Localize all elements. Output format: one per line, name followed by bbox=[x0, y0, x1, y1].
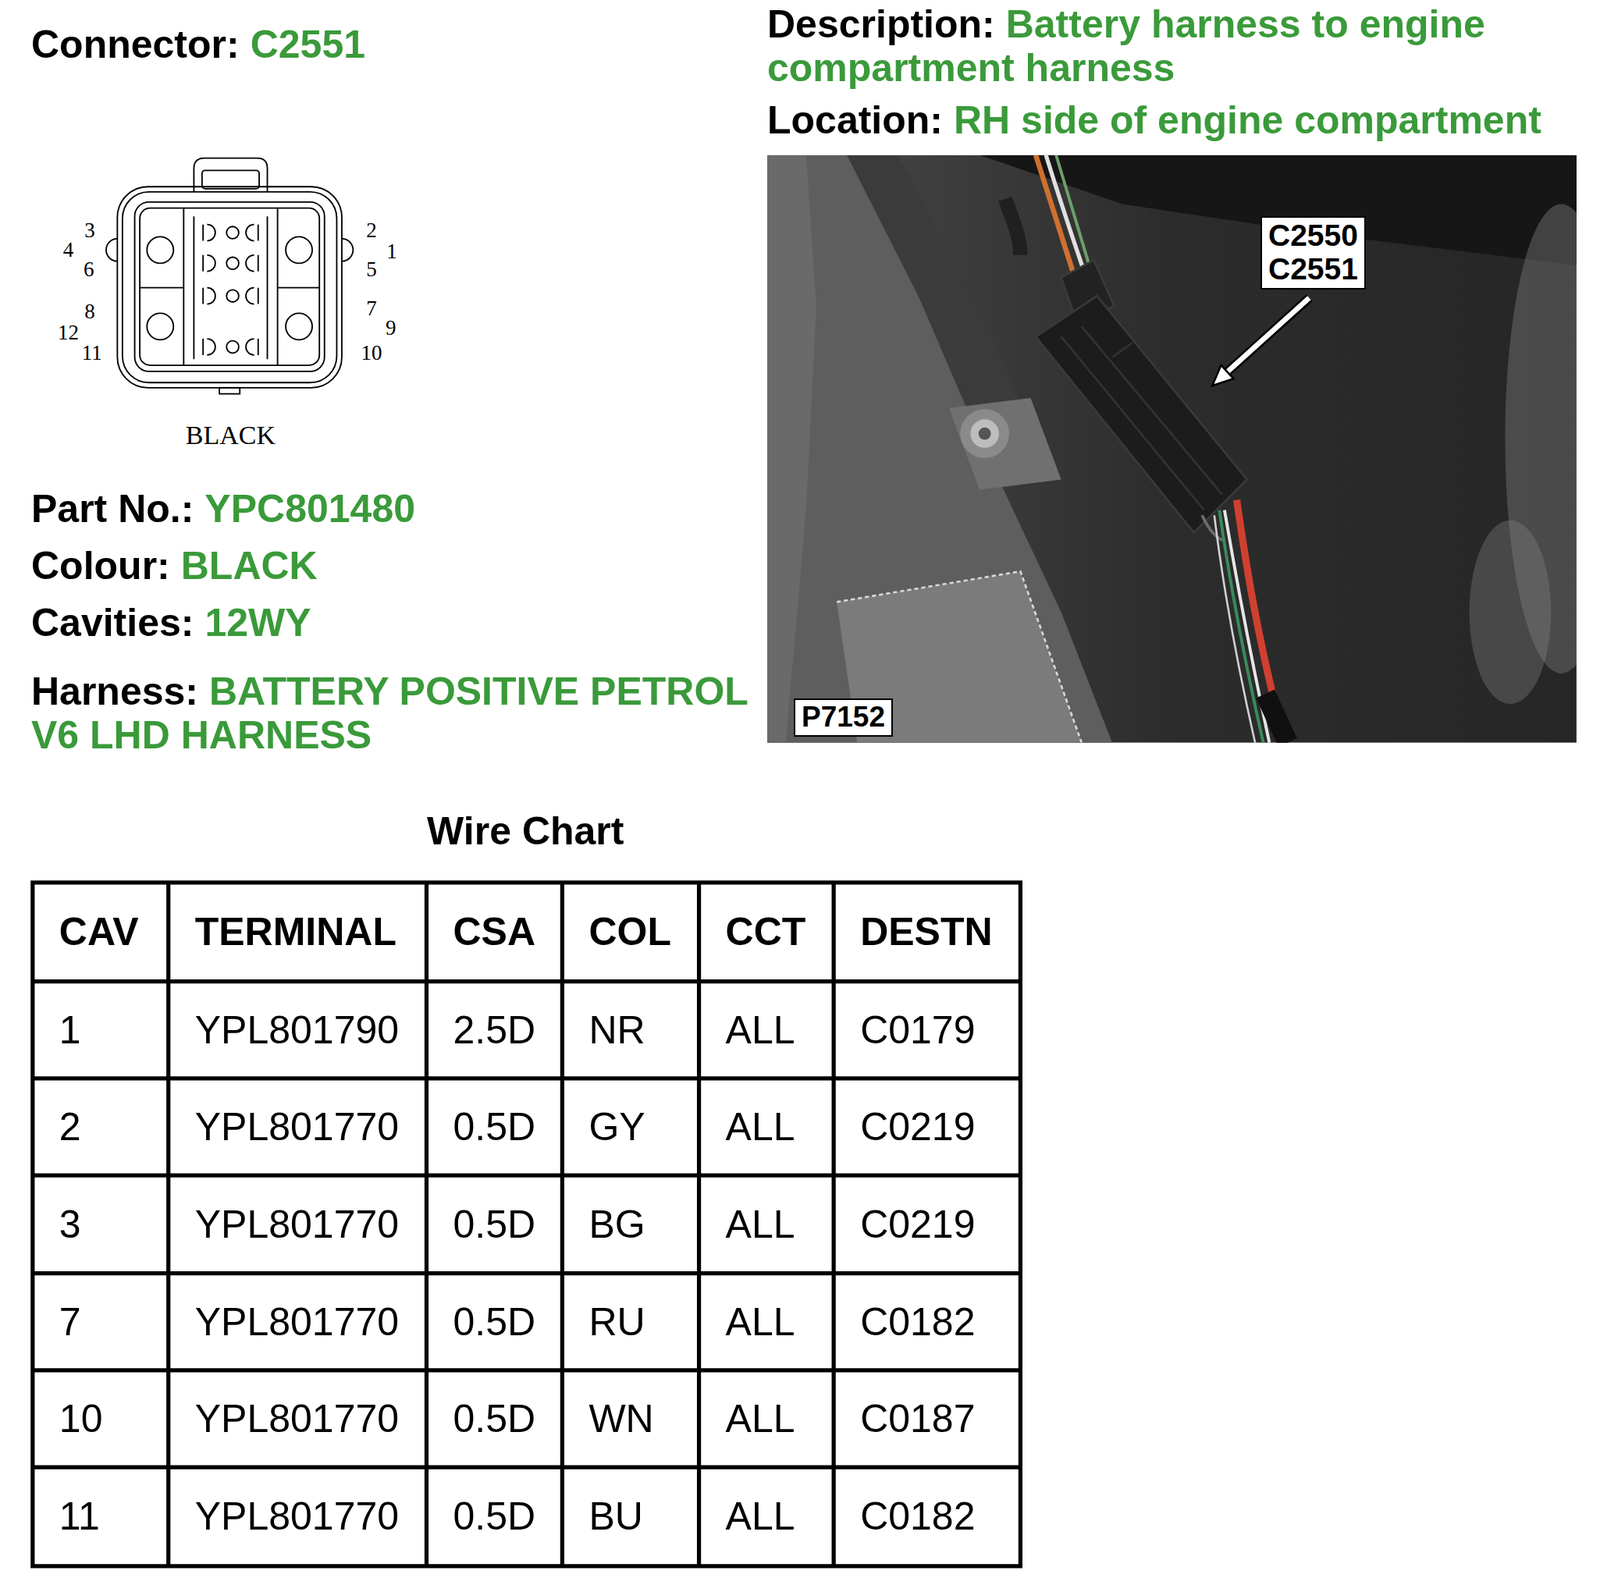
table-cell: 1 bbox=[59, 1008, 82, 1052]
callout-text: C2550 bbox=[1268, 219, 1359, 253]
table-cell: 0.5D bbox=[452, 1105, 536, 1149]
table-cell: ALL bbox=[725, 1495, 796, 1539]
callout-text: P7152 bbox=[801, 701, 886, 734]
photo-ref-box: P7152 bbox=[793, 698, 893, 737]
connector-colour: BLACK bbox=[185, 422, 276, 449]
table-cell: BG bbox=[588, 1202, 645, 1246]
field-label: Cavities: bbox=[31, 600, 194, 645]
field-label: Harness: bbox=[31, 669, 199, 714]
table-header: CCT bbox=[725, 910, 807, 954]
field-value: YPC801480 bbox=[204, 487, 416, 531]
table-cell: ALL bbox=[725, 1202, 796, 1246]
connector-face bbox=[106, 158, 353, 395]
table-header: CSA bbox=[452, 910, 536, 954]
table-cell: 2.5D bbox=[452, 1008, 536, 1052]
table-cell: 2 bbox=[59, 1105, 82, 1149]
field-value: RH side of engine compartment bbox=[953, 98, 1542, 143]
pin-number: 8 bbox=[84, 300, 96, 322]
table-cell: YPL801770 bbox=[195, 1105, 399, 1149]
wire-chart-grid bbox=[32, 882, 1021, 1567]
table-title: Wire Chart bbox=[426, 809, 624, 854]
location-line: Location:RH side of engine compartment bbox=[767, 98, 1583, 143]
table-cell: 10 bbox=[59, 1397, 104, 1440]
field-label: Connector: bbox=[31, 22, 240, 67]
location-photo bbox=[767, 155, 1577, 744]
table-cell: ALL bbox=[725, 1397, 796, 1440]
pin-number: 10 bbox=[360, 342, 382, 364]
callout-text: C2551 bbox=[1268, 252, 1359, 287]
table-cell: 0.5D bbox=[452, 1397, 536, 1440]
pin-number: 6 bbox=[83, 259, 95, 281]
field-label: Part No.: bbox=[31, 487, 194, 531]
field-value: 12WY bbox=[204, 600, 311, 645]
table-cell: GY bbox=[588, 1105, 645, 1149]
table-header: TERMINAL bbox=[195, 910, 397, 954]
table-cell: ALL bbox=[725, 1105, 796, 1149]
table-cell: C0219 bbox=[860, 1105, 975, 1149]
table-cell: YPL801770 bbox=[195, 1202, 399, 1246]
callout-box: C2550C2551 bbox=[1260, 216, 1366, 290]
table-cell: BU bbox=[588, 1495, 643, 1539]
pin-number: 12 bbox=[57, 322, 79, 344]
table-cell: C0219 bbox=[860, 1202, 975, 1246]
table-cell: C0182 bbox=[860, 1495, 975, 1539]
table-cell: C0187 bbox=[860, 1397, 975, 1440]
table-cell: 3 bbox=[59, 1202, 82, 1246]
table-cell: 0.5D bbox=[452, 1202, 536, 1246]
pin-number: 7 bbox=[366, 297, 377, 319]
table-cell: 11 bbox=[59, 1495, 100, 1539]
field-value: C2551 bbox=[250, 22, 366, 67]
description-line: Description:Battery harness to engine co… bbox=[767, 2, 1583, 90]
table-cell: ALL bbox=[725, 1300, 796, 1344]
table-header: DESTN bbox=[860, 910, 992, 954]
pin-number: 3 bbox=[84, 220, 96, 242]
pin-number: 9 bbox=[385, 316, 397, 338]
field-label: Location: bbox=[767, 98, 943, 143]
table-cell: 7 bbox=[59, 1300, 82, 1344]
table-cell: YPL801770 bbox=[195, 1397, 399, 1440]
table-cell: YPL801790 bbox=[195, 1008, 399, 1052]
connector-id-line: Connector:C2551 bbox=[31, 22, 765, 67]
table-cell: YPL801770 bbox=[195, 1300, 399, 1344]
table-header: CAV bbox=[59, 910, 139, 954]
table-cell: 0.5D bbox=[452, 1300, 536, 1344]
table-cell: ALL bbox=[725, 1008, 796, 1052]
field-label: Colour: bbox=[31, 544, 171, 588]
table-cell: C0179 bbox=[860, 1008, 975, 1052]
pin-number: 2 bbox=[366, 220, 377, 242]
field-value: BLACK bbox=[181, 544, 318, 588]
table-cell: YPL801770 bbox=[195, 1495, 399, 1539]
colour-line: Colour:BLACK bbox=[31, 544, 765, 588]
table-cell: RU bbox=[588, 1300, 645, 1344]
pin-number: 11 bbox=[81, 342, 103, 364]
table-cell: C0182 bbox=[860, 1300, 975, 1344]
pin-number: 5 bbox=[366, 259, 377, 281]
harness-line: Harness:BATTERY POSITIVE PETROL V6 LHD H… bbox=[31, 669, 773, 758]
cavities-line: Cavities:12WY bbox=[31, 600, 765, 645]
part-number-line: Part No.:YPC801480 bbox=[31, 487, 765, 531]
pin-number: 4 bbox=[63, 239, 75, 261]
pin-number: 1 bbox=[386, 240, 398, 262]
field-label: Description: bbox=[767, 2, 996, 47]
table-cell: WN bbox=[588, 1397, 654, 1440]
table-header: COL bbox=[588, 910, 672, 954]
table-cell: NR bbox=[588, 1008, 645, 1052]
table-cell: 0.5D bbox=[452, 1495, 536, 1539]
